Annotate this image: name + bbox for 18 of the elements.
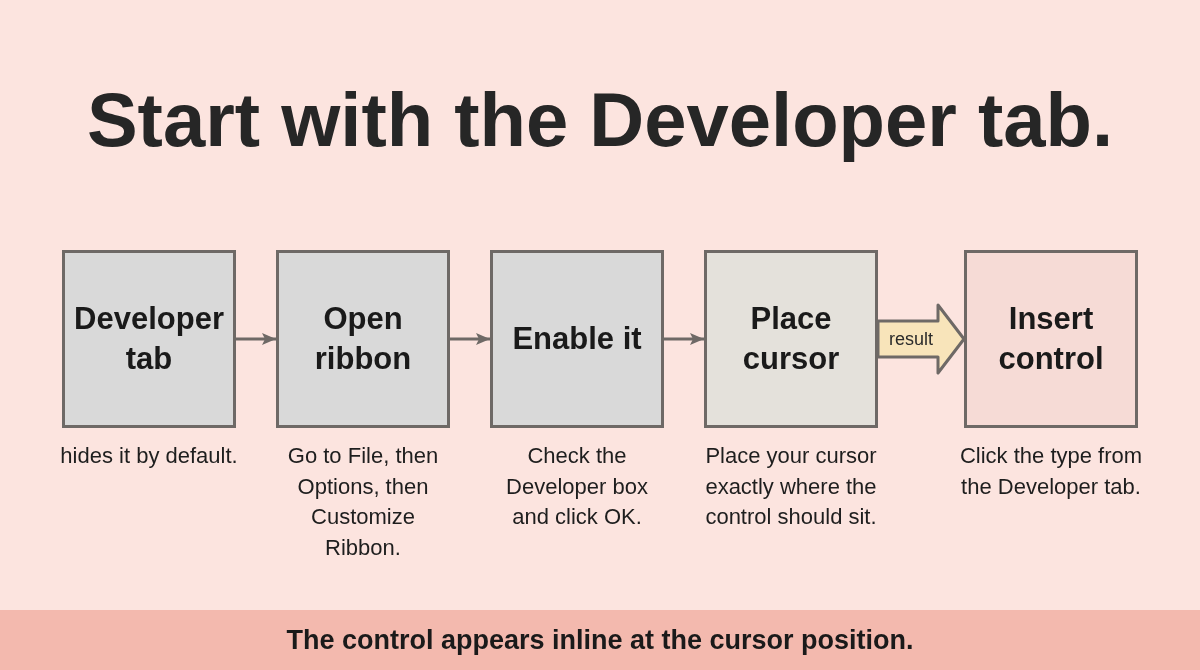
step-description: hides it by default. — [59, 442, 239, 470]
step-title: Place cursor — [741, 300, 841, 378]
footer-banner — [0, 610, 1200, 670]
title: Start with the Developer tab. — [86, 76, 1114, 164]
step-title: Insert control — [997, 300, 1105, 378]
banner-text: The control appears inline at the cursor position. — [285, 624, 915, 656]
arrow — [236, 333, 276, 345]
block-arrow — [876, 303, 966, 375]
edge-label: result — [888, 328, 934, 350]
step-title: Enable it — [511, 320, 643, 358]
step-description: Click the type from the Developer tab. — [959, 442, 1143, 501]
arrow — [450, 333, 490, 345]
step-description: Check the Developer box and click OK. — [505, 442, 649, 531]
step-description: Place your cursor exactly where the control should sit. — [704, 442, 878, 531]
arrow — [664, 333, 704, 345]
step-title: Open ribbon — [313, 300, 413, 378]
step-title: Developer tab — [73, 300, 225, 378]
step-description: Go to File, then Options, then Customize Ribbon. — [286, 442, 440, 562]
